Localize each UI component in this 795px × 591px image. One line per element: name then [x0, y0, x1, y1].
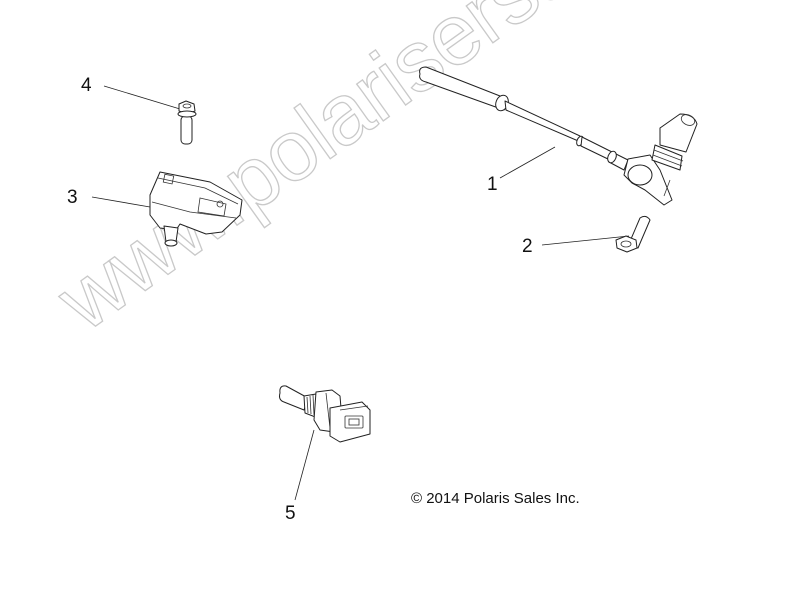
callout-3: 3	[67, 187, 78, 208]
leader-line-2	[541, 235, 630, 246]
callout-5: 5	[285, 503, 296, 524]
part-1-crankshaft-sensor	[419, 66, 698, 206]
callout-1: 1	[487, 174, 498, 195]
leader-line-4	[103, 85, 181, 110]
part-2-bolt	[541, 215, 651, 253]
callout-2: 2	[522, 236, 533, 257]
copyright-notice: © 2014 Polaris Sales Inc.	[411, 490, 580, 507]
part-4-bolt	[103, 85, 197, 145]
callout-4: 4	[81, 75, 92, 96]
leader-line-1	[499, 146, 556, 179]
part-3-map-sensor	[91, 171, 243, 247]
leader-line-5	[294, 429, 315, 501]
leader-line-3	[91, 196, 151, 208]
part-5-temperature-sensor	[279, 385, 371, 501]
